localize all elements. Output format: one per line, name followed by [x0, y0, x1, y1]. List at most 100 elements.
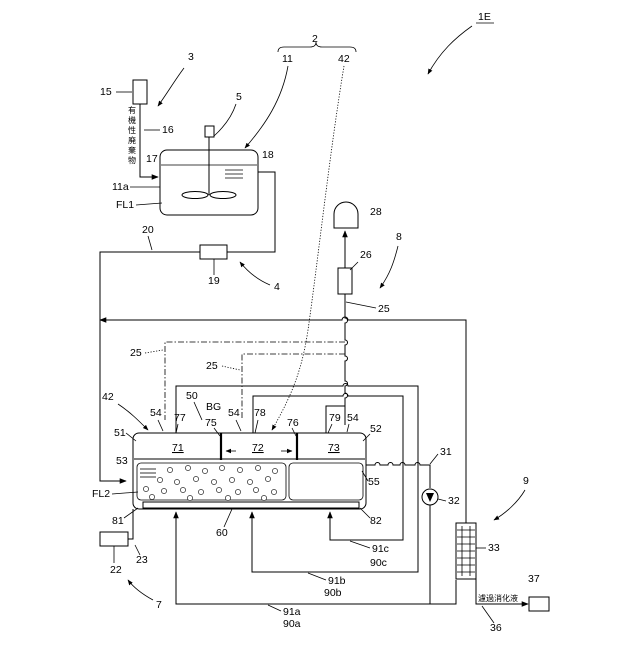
- gas-device-26: [338, 268, 352, 294]
- label-32: 32: [448, 495, 460, 507]
- label-91b: 91b: [328, 575, 346, 587]
- leader-5: [214, 104, 236, 136]
- label-82: 82: [370, 515, 382, 527]
- label-36: 36: [490, 622, 502, 634]
- leader-78: [255, 420, 258, 433]
- pump-32: [422, 489, 438, 505]
- label-25-right: 25: [378, 303, 390, 315]
- blower-22: [100, 532, 128, 546]
- label-90a: 90a: [283, 618, 301, 630]
- label-bg: BG: [206, 401, 221, 413]
- label-42-top: 42: [338, 53, 350, 65]
- label-76: 76: [287, 417, 299, 429]
- label-26: 26: [360, 249, 372, 261]
- leader-32: [438, 499, 446, 501]
- label-54-mid: 54: [228, 407, 240, 419]
- label-5: 5: [236, 91, 242, 103]
- label-55: 55: [368, 476, 380, 488]
- label-51: 51: [114, 427, 126, 439]
- leader-11: [245, 66, 288, 148]
- waste-feed-line-16: [140, 104, 158, 177]
- waste-source-15: [133, 80, 147, 104]
- label-90c: 90c: [370, 557, 387, 569]
- label-60: 60: [216, 527, 228, 539]
- label-8: 8: [396, 231, 402, 243]
- label-42: 42: [102, 391, 114, 403]
- label-17: 17: [146, 153, 158, 165]
- vertical-text-organic-waste: 有 機 性 廃 棄 物: [128, 105, 136, 165]
- label-54-left: 54: [150, 407, 162, 419]
- label-37: 37: [528, 573, 540, 585]
- label-15: 15: [100, 86, 112, 98]
- svg-text:棄: 棄: [128, 145, 136, 155]
- label-91a: 91a: [283, 606, 301, 618]
- leader-9: [494, 490, 525, 520]
- leader-82: [360, 508, 370, 518]
- stirrer-blade-right: [210, 192, 236, 199]
- label-71: 71: [172, 442, 184, 454]
- label-4: 4: [274, 281, 280, 293]
- filtrate-label: 濾過消化液: [478, 593, 518, 603]
- label-53: 53: [116, 455, 128, 467]
- label-79: 79: [329, 412, 341, 424]
- label-fl2: FL2: [92, 488, 110, 500]
- leader-54-left: [158, 420, 163, 431]
- label-50: 50: [186, 390, 198, 402]
- leader-54-mid: [236, 420, 241, 431]
- label-16: 16: [162, 124, 174, 136]
- label-11a: 11a: [112, 181, 129, 193]
- label-19: 19: [208, 275, 220, 287]
- label-3: 3: [188, 51, 194, 63]
- leader-36: [482, 606, 494, 623]
- label-33: 33: [488, 542, 500, 554]
- leader-50: [194, 402, 202, 420]
- label-28: 28: [370, 206, 382, 218]
- label-75: 75: [205, 417, 217, 429]
- leader-42: [272, 66, 344, 430]
- label-31: 31: [440, 446, 452, 458]
- label-90b: 90b: [324, 587, 342, 599]
- leader-26: [350, 262, 358, 270]
- leader-91a: [268, 605, 281, 611]
- leader-7: [128, 580, 153, 600]
- stirrer-motor: [205, 126, 214, 137]
- svg-text:有: 有: [128, 105, 136, 115]
- leader-54-right: [347, 424, 349, 432]
- svg-text:機: 機: [128, 115, 136, 125]
- label-fl1: FL1: [116, 199, 134, 211]
- diffuser-plate-60: [143, 502, 359, 508]
- label-25-left: 25: [130, 347, 142, 359]
- leader-3: [158, 68, 184, 106]
- leader-25-left: [145, 350, 163, 353]
- leader-31: [430, 454, 438, 464]
- leader-fl1: [136, 203, 162, 205]
- leader-79: [328, 424, 332, 433]
- leader-91c: [350, 541, 370, 548]
- label-91c: 91c: [372, 543, 389, 555]
- gas-holder-28: [334, 202, 358, 228]
- leader-60: [224, 509, 232, 527]
- line-to-filter: [430, 505, 456, 604]
- pump-19: [200, 245, 227, 259]
- leader-25-mid: [222, 366, 240, 370]
- gas-line-25: [345, 294, 348, 425]
- leader-4: [240, 262, 270, 285]
- label-7: 7: [156, 599, 162, 611]
- label-54-right: 54: [347, 412, 359, 424]
- svg-text:廃: 廃: [128, 135, 136, 145]
- label-52: 52: [370, 423, 382, 435]
- label-20: 20: [142, 224, 154, 236]
- label-77: 77: [174, 412, 186, 424]
- svg-text:物: 物: [128, 155, 136, 165]
- leader-81: [124, 508, 138, 518]
- label-18: 18: [262, 149, 274, 161]
- leader-20: [148, 236, 152, 250]
- label-2: 2: [312, 33, 318, 45]
- label-78: 78: [254, 407, 266, 419]
- figure-arrow: [428, 26, 472, 74]
- label-9: 9: [523, 475, 529, 487]
- label-23: 23: [136, 554, 148, 566]
- label-22: 22: [110, 564, 122, 576]
- tank-37: [529, 597, 549, 611]
